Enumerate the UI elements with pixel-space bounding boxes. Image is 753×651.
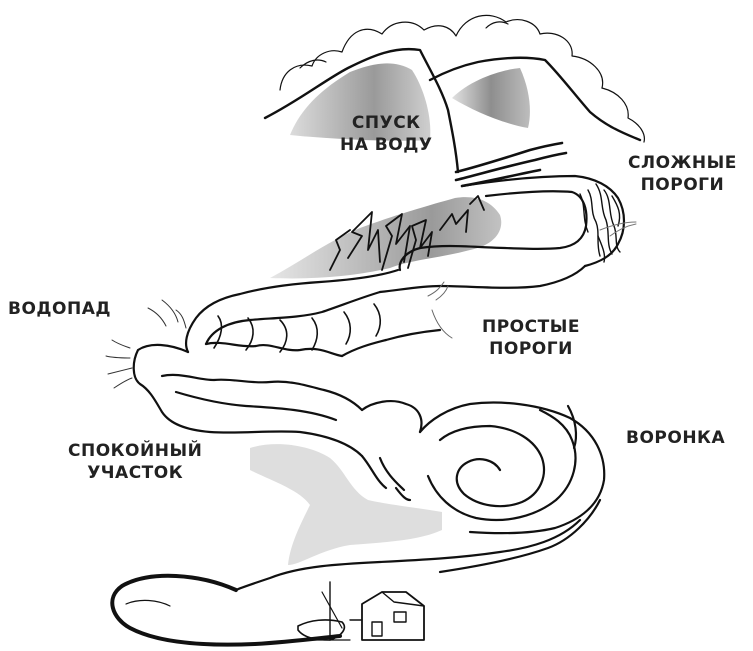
- label-launch-line2: НА ВОДУ: [340, 134, 432, 156]
- label-easy-rapids-line1: ПРОСТЫЕ: [482, 316, 580, 338]
- label-launch: СПУСК НА ВОДУ: [340, 112, 432, 156]
- label-hard-rapids: СЛОЖНЫЕ ПОРОГИ: [628, 152, 737, 196]
- label-calm-section-line2: УЧАСТОК: [68, 462, 202, 484]
- label-hard-rapids-line2: ПОРОГИ: [628, 174, 737, 196]
- label-hard-rapids-line1: СЛОЖНЫЕ: [628, 152, 737, 174]
- label-calm-section-line1: СПОКОЙНЫЙ: [68, 440, 202, 462]
- label-launch-line1: СПУСК: [340, 112, 432, 134]
- middle-ridge-shade: [270, 197, 501, 278]
- label-easy-rapids: ПРОСТЫЕ ПОРОГИ: [482, 316, 580, 360]
- label-waterfall: ВОДОПАД: [8, 298, 111, 320]
- calm-section-shade: [250, 444, 442, 565]
- mountain-shade-right: [452, 68, 530, 128]
- middle-river: [134, 270, 440, 456]
- lake-and-shore: [112, 576, 424, 645]
- label-easy-rapids-line2: ПОРОГИ: [482, 338, 580, 360]
- label-whirlpool: ВОРОНКА: [626, 427, 725, 449]
- label-calm-section: СПОКОЙНЫЙ УЧАСТОК: [68, 440, 202, 484]
